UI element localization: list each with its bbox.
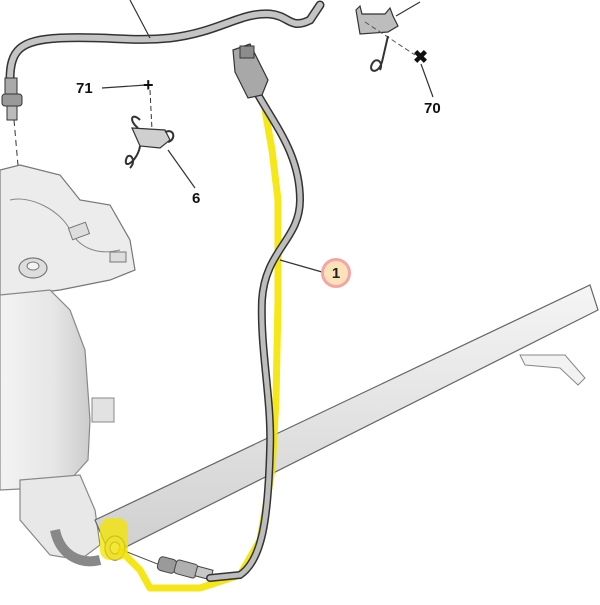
callout-71: 71	[76, 80, 93, 97]
callout-70: 70	[424, 100, 441, 117]
cable-connector	[232, 43, 269, 99]
leader-71	[101, 84, 147, 89]
svg-text:✖: ✖	[413, 47, 428, 67]
exhaust-manifold	[0, 164, 136, 301]
clip-6	[124, 89, 196, 189]
callout-6: 6	[192, 190, 201, 207]
plus-fastener-icon: +	[143, 75, 154, 95]
callout-1-badge[interactable]: 1	[321, 258, 351, 288]
sensor-cable-1	[206, 76, 305, 582]
catalytic-converter	[0, 289, 115, 567]
leader-1	[279, 259, 323, 273]
upstream-sensor-cable	[5, 0, 325, 85]
downstream-oxygen-sensor	[156, 556, 214, 581]
bracket-70: ✖	[355, 1, 434, 98]
exhaust-pipe	[94, 284, 599, 556]
